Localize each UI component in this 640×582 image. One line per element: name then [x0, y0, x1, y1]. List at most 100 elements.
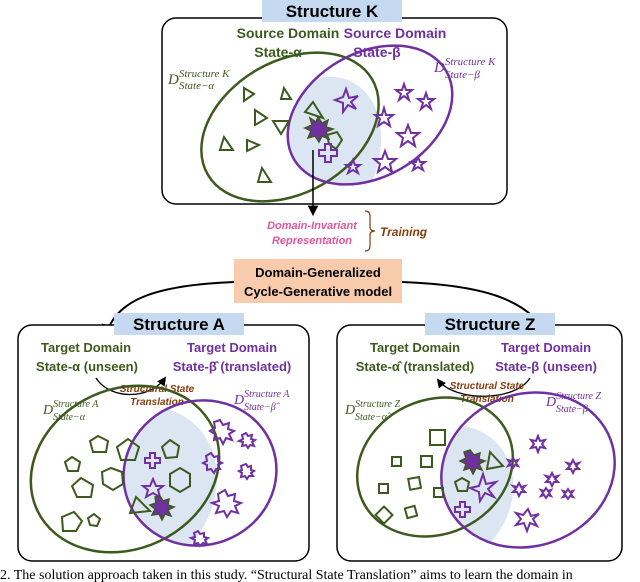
pentagon-shape — [325, 130, 344, 151]
z-beta-ellipse — [440, 391, 616, 549]
model-box — [234, 259, 402, 303]
triangle-shape — [246, 138, 262, 153]
training-brace — [364, 210, 376, 252]
training-label: Training — [380, 225, 428, 239]
k-overlap-shapes — [303, 86, 359, 163]
a-d-alpha-sub: State−α — [53, 412, 86, 423]
structure-a-title-bg — [114, 313, 244, 335]
star-shape — [371, 148, 399, 175]
star-shape — [560, 487, 576, 501]
k-alpha-ellipse — [200, 51, 380, 203]
k-source-alpha-line2: State-α — [254, 44, 302, 60]
a-target-alpha-line1: Target Domain — [41, 340, 131, 355]
z-alpha-squares — [374, 429, 446, 525]
k-alpha-triangles — [218, 85, 326, 183]
structure-k-title: Structure K — [286, 2, 379, 21]
a-d-alpha-label: DStructure A — [42, 399, 99, 418]
star-shape — [343, 157, 363, 176]
burst-shape — [188, 529, 211, 548]
z-target-alpha-line2: State-α̂ (translated) — [356, 359, 475, 374]
k-source-beta-line1: Source Domain — [344, 25, 447, 41]
pentagon-shape — [88, 434, 110, 453]
star-shape — [509, 480, 529, 499]
square-shape — [407, 475, 423, 491]
z-d-beta-sub: State−β — [556, 404, 588, 415]
k-d-beta-label: DStructure K — [433, 56, 496, 76]
triangle-shape — [218, 134, 235, 151]
z-d-alpha-sub: State−α̂ — [355, 412, 391, 423]
k-d-alpha-sub: State−α — [179, 80, 214, 92]
star-shape — [505, 456, 521, 470]
pentagon-shape — [115, 437, 141, 461]
star-shape — [393, 80, 415, 103]
a-target-beta-line2: State-β̂ (translated) — [173, 359, 291, 374]
cross-shape — [454, 501, 471, 518]
triangle-shape — [303, 100, 326, 120]
k-d-beta-sub: State−β — [445, 69, 480, 81]
z-sst-line1: Structural State — [450, 381, 525, 392]
star-shape — [372, 104, 396, 129]
pentagon-shape — [86, 512, 102, 528]
triangle-shape — [279, 85, 293, 100]
a-d-beta-label: DStructure A — [233, 389, 290, 408]
pentagon-shape — [453, 476, 471, 492]
k-beta-stars — [343, 80, 437, 176]
z-beta-stars — [505, 433, 583, 534]
burst-shape — [303, 115, 336, 144]
star-shape — [140, 476, 166, 500]
star-shape — [394, 122, 422, 149]
square-shape — [391, 456, 402, 467]
arrow-to-structure-a — [101, 281, 235, 339]
a-alpha-polygons — [60, 434, 141, 532]
burst-shape — [458, 449, 487, 476]
structure-z-title: Structure Z — [445, 315, 536, 334]
triangle-shape — [128, 495, 153, 515]
z-d-alpha-label: DStructure Z — [344, 399, 400, 418]
star-shape — [538, 486, 554, 500]
star-shape — [408, 154, 428, 173]
k-d-alpha-label: DStructure K — [167, 68, 230, 88]
z-target-alpha-line1: Target Domain — [370, 340, 460, 355]
burst-shape — [236, 431, 258, 450]
representation-line1: Domain-Invariant — [267, 220, 358, 232]
triangle-shape — [243, 86, 256, 103]
square-shape — [374, 505, 394, 525]
triangle-shape — [271, 120, 291, 136]
triangle-shape — [256, 165, 273, 183]
model-line1: Domain-Generalized — [255, 265, 381, 280]
a-sst-line1: Structural State — [120, 384, 195, 395]
burst-shape — [209, 488, 244, 519]
triangle-shape — [254, 108, 269, 127]
square-shape — [429, 429, 446, 446]
z-target-beta-line2: State-β (unseen) — [495, 359, 597, 374]
structure-z-title-bg — [425, 313, 555, 335]
pentagon-shape — [60, 510, 84, 532]
a-target-beta-line1: Target Domain — [187, 340, 277, 355]
burst-shape — [236, 462, 257, 481]
star-shape — [513, 507, 540, 534]
a-target-alpha-line2: State-α (unseen) — [36, 359, 138, 374]
burst-shape — [200, 451, 225, 475]
a-sst-line2: Translation — [130, 397, 184, 408]
pentagon-shape — [63, 455, 82, 472]
a-alpha-ellipse — [29, 384, 221, 554]
star-shape — [466, 470, 500, 504]
burst-shape — [148, 495, 176, 522]
z-translation-arrow — [436, 377, 531, 397]
square-shape — [433, 487, 444, 498]
structure-a-title: Structure A — [133, 315, 225, 334]
pentagon-shape — [160, 438, 181, 460]
model-line2: Cycle-Generative model — [244, 284, 392, 299]
figure-caption: 2. The solution approach taken in this s… — [0, 568, 573, 582]
square-shape — [378, 483, 389, 494]
star-shape — [563, 457, 583, 476]
z-sst-line2: Translation — [460, 394, 514, 405]
a-translation-arrow — [95, 376, 167, 396]
z-d-beta-label: DStructure Z — [545, 391, 601, 410]
a-overlap-shapes — [128, 438, 191, 522]
hexagon-shape — [169, 466, 191, 494]
k-beta-ellipse — [286, 44, 454, 186]
a-beta-ellipse — [122, 399, 278, 547]
square-shape — [403, 504, 419, 520]
